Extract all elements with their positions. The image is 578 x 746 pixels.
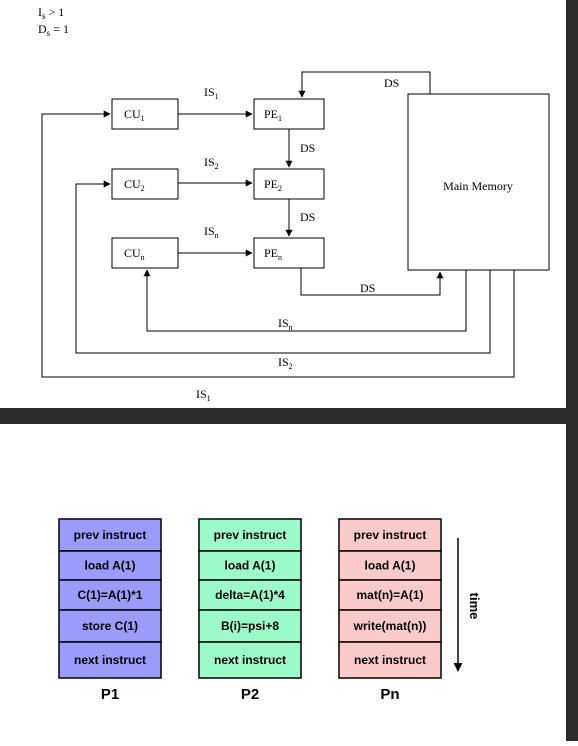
pe2-box: PE2 xyxy=(253,168,325,200)
main-memory-box: Main Memory xyxy=(407,93,550,271)
label-is1-bottom: IS1 xyxy=(196,387,211,403)
condition-is: Is > 1 xyxy=(38,5,64,21)
instruction-text: C(1)=A(1)*1 xyxy=(77,588,142,602)
label-ds-pe2-pen: DS xyxy=(300,210,315,224)
instruction-cell xyxy=(58,641,162,679)
label-isn-bottom: ISn xyxy=(278,316,293,332)
processor-columns: prev instruct load A(1) C(1)=A(1)*1 store C… xyxy=(58,518,442,703)
cu1-box: CU1 xyxy=(111,98,179,130)
cu2-box: CU2 xyxy=(111,168,179,200)
label-is2-bottom: IS2 xyxy=(278,355,293,371)
processor-column-3: prev instruct load A(1) mat(n)=A(1) write(m… xyxy=(338,518,442,703)
instruction-text: next instruct xyxy=(74,653,146,667)
svg-text:CUn: CUn xyxy=(124,246,145,262)
instruction-cell xyxy=(338,550,442,581)
instruction-text: write(mat(n)) xyxy=(353,619,427,633)
cun-box: CUn xyxy=(111,237,179,269)
processor-name: P2 xyxy=(241,686,259,703)
instruction-cell xyxy=(58,609,162,643)
slide-divider xyxy=(0,408,578,424)
instruction-cell xyxy=(198,609,302,643)
time-label: time xyxy=(467,593,482,620)
label-is2-top: IS2 xyxy=(204,155,219,171)
label-is1-top: IS1 xyxy=(204,85,219,101)
svg-text:CU2: CU2 xyxy=(124,177,145,193)
pen-box: PEn xyxy=(253,237,325,269)
instruction-cell xyxy=(198,641,302,679)
right-edge-bar xyxy=(566,0,578,741)
ds-pen-to-memory-arrow xyxy=(300,268,444,296)
processor-name: P1 xyxy=(101,686,119,703)
processor-column-2: prev instruct load A(1) delta=A(1)*4B(i)=p… xyxy=(198,518,302,703)
svg-text:PE2: PE2 xyxy=(264,177,282,193)
instruction-text: load A(1) xyxy=(225,559,276,573)
svg-text:Main Memory: Main Memory xyxy=(443,179,513,193)
isn-memory-to-cun-arrow xyxy=(143,269,467,332)
instruction-cell xyxy=(338,518,442,552)
instruction-cell xyxy=(58,579,162,611)
simd-architecture-diagram: Is > 1 Ds = 1 CU1 CU2 CUn PE1 xyxy=(38,5,550,403)
label-ds-top: DS xyxy=(384,76,399,90)
instruction-text: B(i)=psi+8 xyxy=(221,619,279,633)
label-isn-top: ISn xyxy=(204,224,219,240)
instruction-cell xyxy=(338,641,442,679)
label-ds-pe1-pe2: DS xyxy=(300,141,315,155)
pe1-box: PE1 xyxy=(253,98,325,130)
processor-name: Pn xyxy=(380,686,399,703)
label-ds-bottom: DS xyxy=(360,281,375,295)
instruction-text: delta=A(1)*4 xyxy=(215,588,285,602)
instruction-text: store C(1) xyxy=(82,619,138,633)
instruction-text: prev instruct xyxy=(214,528,287,542)
ds-memory-to-pe1-arrow xyxy=(298,71,431,98)
instruction-text: next instruct xyxy=(354,653,426,667)
instruction-text: prev instruct xyxy=(74,528,147,542)
instruction-text: prev instruct xyxy=(354,528,427,542)
svg-text:PE1: PE1 xyxy=(264,107,282,123)
processor-column-1: prev instruct load A(1) C(1)=A(1)*1 store C… xyxy=(58,518,162,703)
processor-timeline-diagram: prev instruct load A(1) C(1)=A(1)*1 store C… xyxy=(58,518,482,703)
is2-memory-to-cu2-arrow xyxy=(75,180,491,354)
instruction-text: load A(1) xyxy=(85,559,136,573)
simd-architecture-panel: Is > 1 Ds = 1 CU1 CU2 CUn PE1 xyxy=(38,5,550,403)
svg-text:CU1: CU1 xyxy=(124,107,145,123)
instruction-cell xyxy=(198,550,302,581)
condition-ds: Ds = 1 xyxy=(38,22,69,38)
instruction-cell xyxy=(198,579,302,611)
svg-text:PEn: PEn xyxy=(264,246,282,262)
instruction-cell xyxy=(58,518,162,552)
instruction-text: load A(1) xyxy=(365,559,416,573)
instruction-text: next instruct xyxy=(214,653,286,667)
is1-memory-to-cu1-arrow xyxy=(41,110,515,378)
instruction-text: mat(n)=A(1) xyxy=(356,588,423,602)
processor-timeline-panel: prev instruct load A(1) C(1)=A(1)*1 store C… xyxy=(0,424,566,741)
